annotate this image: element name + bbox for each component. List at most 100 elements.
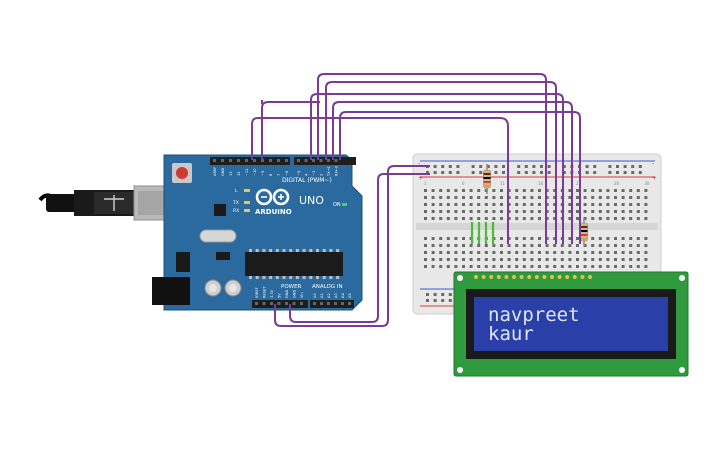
breadboard-hole: [522, 258, 526, 261]
breadboard-hole: [469, 265, 473, 268]
ic-pin: [282, 249, 286, 252]
analog-pin-hole[interactable]: [341, 302, 344, 305]
breadboard-hole: [530, 196, 534, 199]
digital-pin-hole[interactable]: [221, 159, 224, 162]
breadboard-hole: [606, 210, 610, 213]
rail-hole: [638, 165, 642, 168]
breadboard-hole: [522, 196, 526, 199]
power-pin-hole[interactable]: [262, 302, 266, 305]
analog-pin-label: A4: [341, 293, 345, 298]
digital-pin-hole[interactable]: [269, 159, 272, 162]
wire-4: [332, 101, 573, 244]
power-pin-hole[interactable]: [255, 302, 258, 305]
breadboard-hole: [576, 203, 579, 206]
analog-pin-hole[interactable]: [327, 302, 330, 305]
power-pin-label: GND: [293, 290, 297, 298]
breadboard-hole: [636, 196, 640, 199]
digital-pin-hole[interactable]: [297, 159, 300, 162]
digital-pin-hole[interactable]: [285, 159, 288, 162]
breadboard-hole: [469, 210, 473, 213]
ic-pin: [262, 276, 266, 279]
breadboard-hole: [439, 196, 443, 199]
breadboard-hole: [606, 258, 610, 261]
breadboard-hole: [538, 203, 541, 206]
rail-hole: [608, 165, 612, 168]
digital-pin-hole[interactable]: [334, 159, 338, 162]
breadboard-hole: [568, 251, 572, 254]
rail-hole: [479, 165, 483, 168]
breadboard-hole: [507, 203, 511, 206]
breadboard-hole: [477, 244, 481, 247]
analog-header: [310, 300, 354, 308]
breadboard-hole: [636, 251, 640, 254]
column-number: 26: [614, 181, 620, 186]
ic-pin: [322, 249, 326, 252]
breadboard-hole: [598, 189, 602, 192]
breadboard-hole: [583, 196, 587, 199]
breadboard-hole: [591, 203, 595, 206]
digital-pin-hole[interactable]: [245, 159, 248, 162]
breadboard-hole: [484, 265, 488, 268]
power-pin-hole[interactable]: [300, 302, 303, 305]
breadboard-hole: [568, 189, 572, 192]
power-pin-label: IOREF: [255, 287, 259, 298]
voltage-regulator: [176, 252, 190, 272]
breadboard-hole: [553, 203, 557, 206]
wire-2: [325, 81, 557, 244]
power-pin-hole[interactable]: [285, 302, 288, 305]
breadboard-hole: [492, 258, 496, 261]
breadboard-hole: [477, 203, 481, 206]
digital-pin-hole[interactable]: [213, 159, 216, 162]
digital-pin-hole[interactable]: [253, 159, 256, 162]
reset-button[interactable]: [176, 167, 188, 179]
breadboard-hole: [636, 237, 640, 240]
digital-pin-hole[interactable]: [261, 159, 264, 162]
digital-pin-hole[interactable]: [237, 159, 240, 162]
lcd-mount-hole-bl: [457, 367, 463, 373]
analog-pin-hole[interactable]: [334, 302, 337, 305]
breadboard-hole: [431, 237, 435, 240]
breadboard-hole: [515, 203, 519, 206]
power-pin-hole[interactable]: [270, 302, 273, 305]
rail-hole: [593, 165, 597, 168]
led-l: [244, 189, 250, 192]
breadboard-hole: [606, 217, 610, 220]
power-pin-hole[interactable]: [292, 302, 296, 305]
digital-pin-label: ~6: [285, 170, 289, 176]
breadboard-hole: [454, 251, 458, 254]
breadboard-hole: [553, 189, 557, 192]
breadboard-hole: [629, 251, 633, 254]
breadboard-hole: [614, 217, 617, 220]
digital-pin-hole[interactable]: [277, 159, 280, 162]
digital-pin-hole[interactable]: [319, 159, 323, 162]
power-label: POWER: [281, 284, 302, 290]
breadboard-hole: [522, 217, 526, 220]
breadboard-hole: [636, 189, 640, 192]
breadboard-hole: [454, 189, 458, 192]
digital-pin-hole[interactable]: [229, 159, 232, 162]
digital-pin-label: ~11: [245, 168, 249, 176]
digital-pin-hole[interactable]: [327, 159, 330, 162]
power-pin-hole[interactable]: [277, 302, 281, 305]
digital-pin-label: ~3: [312, 171, 316, 176]
breadboard-hole: [598, 196, 602, 199]
analog-pin-label: A3: [334, 293, 338, 298]
ic-pin: [249, 249, 252, 252]
analog-pin-hole[interactable]: [320, 302, 323, 305]
breadboard-hole: [507, 210, 511, 213]
usb-icon: [104, 195, 124, 211]
rail-hole: [631, 165, 635, 168]
breadboard-hole: [614, 244, 617, 247]
analog-pin-hole[interactable]: [348, 302, 351, 305]
breadboard-hole: [621, 265, 625, 268]
analog-pin-hole[interactable]: [313, 302, 316, 305]
breadboard-hole: [636, 203, 640, 206]
breadboard-hole: [545, 203, 549, 206]
digital-pin-hole[interactable]: [312, 159, 315, 162]
breadboard-hole: [576, 189, 579, 192]
lcd-header-pins: [474, 275, 592, 279]
digital-pin-hole[interactable]: [304, 159, 308, 162]
